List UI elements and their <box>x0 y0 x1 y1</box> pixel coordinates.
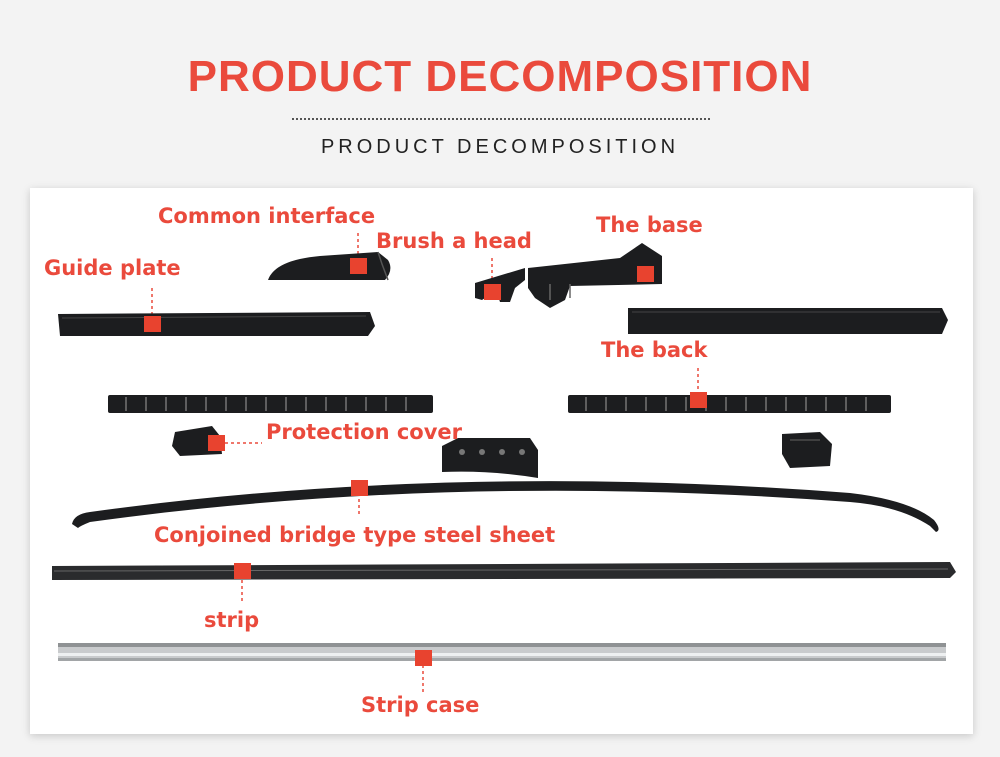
label-common-interface: Common interface <box>158 204 376 228</box>
parts-illustration <box>52 233 956 692</box>
label-steel-sheet: Conjoined bridge type steel sheet <box>154 523 556 547</box>
label-guide-plate: Guide plate <box>44 256 181 280</box>
marker-brush-head <box>484 284 501 300</box>
marker-guide-plate <box>144 316 161 332</box>
back-part-right <box>568 395 891 413</box>
base-part <box>528 243 662 308</box>
common-interface-part <box>268 251 391 281</box>
label-the-back: The back <box>601 338 708 362</box>
guide-plate-left <box>58 312 375 336</box>
label-strip-case: Strip case <box>361 693 480 717</box>
marker-common-interface <box>350 258 367 274</box>
label-protection-cover: Protection cover <box>266 420 462 444</box>
label-strip: strip <box>204 608 260 632</box>
marker-steel-sheet <box>351 480 368 496</box>
guide-plate-right <box>628 308 948 334</box>
strip-part <box>52 562 956 580</box>
decomposition-panel: Common interface Brush a head The base G… <box>30 188 973 734</box>
protection-cover-right <box>782 432 832 468</box>
marker-the-base <box>637 266 654 282</box>
marker-protection-cover <box>208 435 225 451</box>
label-brush-head: Brush a head <box>376 229 532 253</box>
strip-case-part <box>58 643 946 661</box>
marker-the-back <box>690 392 707 408</box>
steel-sheet-part <box>72 438 939 532</box>
back-part-left <box>108 395 433 413</box>
marker-strip <box>234 563 251 579</box>
page-title: PRODUCT DECOMPOSITION <box>187 52 813 101</box>
page-subtitle: PRODUCT DECOMPOSITION <box>320 136 680 158</box>
marker-strip-case <box>415 650 432 666</box>
label-the-base: The base <box>596 213 703 237</box>
title-divider <box>292 118 710 120</box>
